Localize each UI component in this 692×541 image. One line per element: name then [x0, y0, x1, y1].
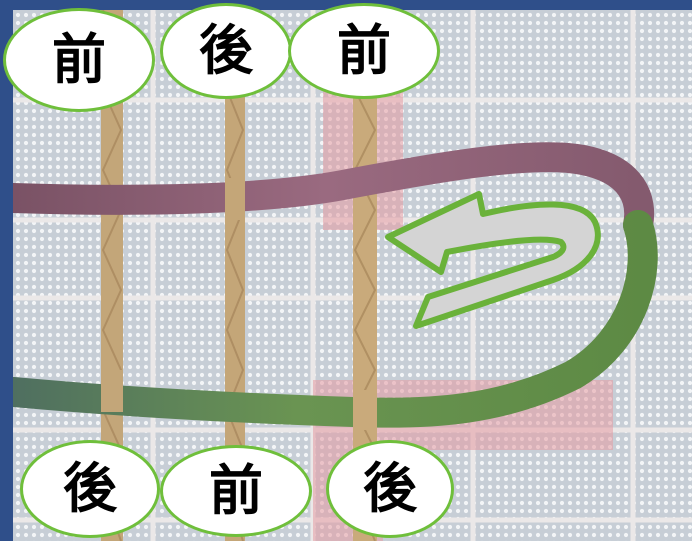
u-turn-arrow — [385, 191, 601, 329]
bottom-label-1: 後 — [20, 440, 160, 538]
twine-over-green-right — [353, 390, 377, 430]
twine-over-purple — [225, 178, 245, 220]
top-label-3: 前 — [288, 3, 440, 99]
green-weft-strand — [13, 210, 658, 428]
purple-weft-strand — [13, 142, 655, 240]
top-label-2: 後 — [160, 3, 292, 99]
twine-over-green-left — [101, 370, 123, 412]
bottom-label-3: 後 — [326, 440, 454, 538]
top-label-1: 前 — [3, 8, 155, 112]
bottom-label-2: 前 — [160, 445, 312, 537]
